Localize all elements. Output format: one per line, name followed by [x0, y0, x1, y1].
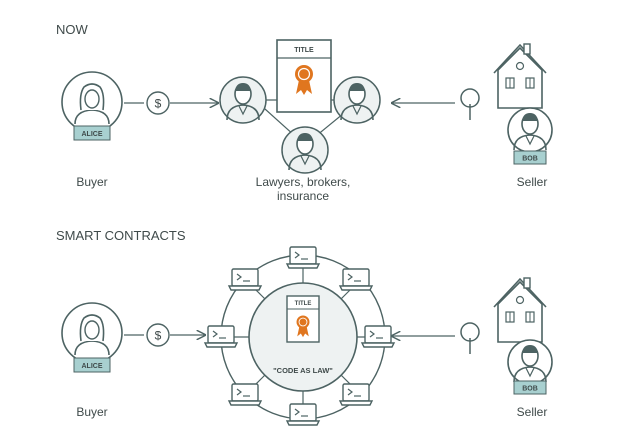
seller-bob-now: BOB: [507, 107, 553, 165]
laptop-icon: [228, 268, 262, 291]
dollar-coin-icon: [146, 91, 170, 115]
title-doc-text: TITLE: [294, 47, 314, 54]
seller-label: Seller: [517, 405, 548, 419]
laptop-icon: [286, 246, 320, 269]
middlemen-label-line1: Lawyers, brokers,: [256, 175, 351, 189]
contract-network: TITLE "CODE AS LAW": [204, 246, 395, 426]
tree-icon: [460, 88, 480, 121]
laptop-icon: [204, 325, 238, 348]
heading-smart-contracts: SMART CONTRACTS: [56, 228, 186, 243]
house-icon: [493, 277, 547, 343]
heading-now: NOW: [56, 22, 89, 37]
name-tag-text: BOB: [522, 386, 538, 393]
laptop-icon: [339, 268, 373, 291]
house-icon: [493, 43, 547, 109]
laptop-icon: [286, 403, 320, 426]
name-tag-text: BOB: [522, 156, 538, 163]
contract-label: "CODE AS LAW": [273, 366, 333, 375]
laptop-icon: [228, 383, 262, 406]
seller-bob-smart: BOB: [507, 339, 553, 395]
middlemen-group: TITLE: [219, 39, 381, 174]
laptop-icon: [361, 325, 395, 348]
tree-icon: [460, 322, 480, 355]
dollar-coin-icon: [146, 323, 170, 347]
title-doc-text: TITLE: [295, 301, 312, 307]
laptop-icon: [339, 383, 373, 406]
seller-label: Seller: [517, 175, 548, 189]
name-tag: [513, 150, 547, 165]
name-tag-text: ALICE: [82, 363, 103, 370]
name-tag-text: ALICE: [82, 131, 103, 138]
buyer-alice-smart: ALICE: [61, 302, 123, 373]
dollar-sign: $: [155, 97, 162, 111]
dollar-sign: $: [155, 329, 162, 343]
certificate-ribbon-icon: [296, 315, 310, 338]
middlemen-label-line2: insurance: [277, 189, 329, 203]
buyer-label: Buyer: [76, 405, 107, 419]
name-tag: [73, 125, 111, 141]
buyer-alice-now: ALICE: [61, 71, 123, 141]
name-tag: [73, 357, 111, 373]
name-tag: [513, 380, 547, 395]
buyer-label: Buyer: [76, 175, 107, 189]
certificate-ribbon-icon: [294, 64, 314, 96]
